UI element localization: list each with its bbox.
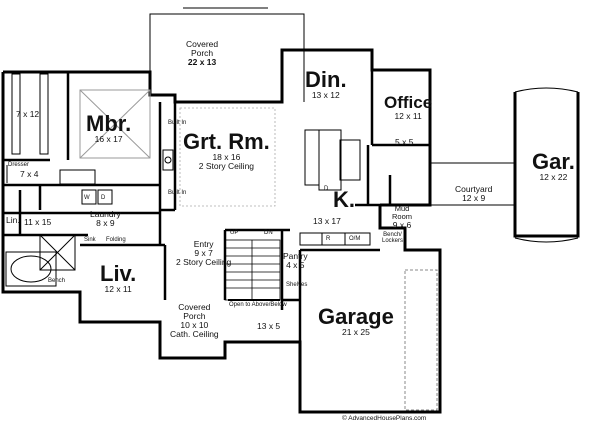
sink-label: Sink bbox=[84, 237, 96, 243]
bench-label: Bench bbox=[48, 278, 66, 284]
garage-label: Garage 21 x 25 bbox=[318, 305, 394, 337]
kitchen-name: K. bbox=[333, 187, 355, 212]
shelves-label: Shelves bbox=[286, 282, 308, 288]
laundry-label: Laundry 8 x 9 bbox=[90, 210, 121, 228]
office-name: Office bbox=[384, 93, 433, 112]
stairs bbox=[224, 239, 281, 301]
fireplace bbox=[162, 149, 174, 171]
bath-name: Lin. bbox=[6, 215, 20, 225]
dresser-label: Dresser bbox=[8, 162, 30, 168]
master-bedroom-name: Mbr. bbox=[86, 111, 132, 136]
master-bedroom-tray bbox=[79, 89, 151, 159]
stair-up-label: UP bbox=[230, 230, 239, 236]
pantry-label: Pantry 4 x 5 bbox=[283, 252, 308, 270]
closet-rods bbox=[6, 73, 96, 185]
kitchen-dims: 13 x 17 bbox=[313, 216, 341, 226]
laundry-name: Laundry bbox=[90, 209, 121, 219]
office-closet-dims: 5 x 5 bbox=[395, 137, 414, 147]
entry-name: Entry bbox=[193, 239, 214, 249]
closet-b-dims: 7 x 4 bbox=[20, 169, 39, 179]
dryer-label: D bbox=[101, 195, 106, 201]
kitchen-label: K. bbox=[333, 188, 355, 211]
great-room-label: Grt. Rm. 18 x 16 2 Story Ceiling bbox=[183, 130, 270, 171]
bathtub bbox=[5, 251, 57, 287]
dishwasher-label: D bbox=[324, 186, 329, 192]
office-label: Office 12 x 11 bbox=[384, 94, 432, 121]
refrigerator-label: R bbox=[326, 236, 331, 242]
detached-garage-label: Gar. 12 x 22 bbox=[532, 150, 575, 182]
detached-garage-dims: 12 x 22 bbox=[539, 172, 568, 183]
great-room-name: Grt. Rm. bbox=[183, 129, 270, 154]
laundry-dims: 8 x 9 bbox=[96, 217, 115, 228]
office-dims: 12 x 11 bbox=[394, 110, 422, 121]
entry-label: Entry 9 x 7 2 Story Ceiling bbox=[176, 240, 231, 267]
open-above-label: Open to Above/Below bbox=[229, 302, 287, 308]
master-bedroom-dims: 16 x 17 bbox=[94, 134, 123, 145]
living-name: Liv. bbox=[100, 261, 137, 286]
courtyard-name: Courtyard bbox=[455, 184, 493, 194]
built-in-2-label: Built In bbox=[168, 190, 187, 196]
rear-porch-dims: 22 x 13 bbox=[187, 56, 217, 67]
mud-room-dims: 9 x 6 bbox=[392, 219, 412, 230]
front-walk-dims: 13 x 5 bbox=[257, 321, 281, 331]
dotted-ceiling bbox=[179, 107, 276, 207]
front-porch-dims: 10 x 10 bbox=[180, 319, 209, 330]
kitchen-island bbox=[304, 129, 361, 191]
washer-label: W bbox=[84, 195, 90, 201]
great-room-note: 2 Story Ceiling bbox=[198, 161, 255, 172]
garage-dims: 21 x 25 bbox=[341, 327, 370, 338]
living-dims: 12 x 11 bbox=[104, 284, 132, 295]
entry-dims: 9 x 7 bbox=[194, 247, 213, 258]
bath-dims: 11 x 15 bbox=[24, 217, 52, 227]
built-in-1-label: Built In bbox=[168, 120, 187, 126]
shower bbox=[39, 234, 76, 271]
front-porch-note: Cath. Ceiling bbox=[170, 328, 219, 339]
folding-label: Folding bbox=[106, 237, 126, 243]
pantry-name: Pantry bbox=[283, 251, 308, 261]
living-label: Liv. 12 x 11 bbox=[100, 262, 136, 294]
dining-name: Din. bbox=[305, 67, 347, 92]
great-room-dims: 18 x 16 bbox=[212, 152, 241, 163]
kitchen-counter bbox=[299, 232, 371, 246]
garage-door bbox=[404, 269, 438, 411]
oven-microwave-label: O/M bbox=[349, 236, 361, 242]
copyright-text: © AdvancedHousePlans.com bbox=[342, 415, 427, 422]
bath-label: Lin. bbox=[6, 216, 20, 225]
detached-garage-name: Gar. bbox=[532, 149, 575, 174]
closet-a-dims: 7 x 12 bbox=[16, 109, 40, 119]
interior-walls bbox=[3, 70, 430, 342]
pantry-dims: 4 x 5 bbox=[286, 259, 305, 270]
courtyard-label: Courtyard 12 x 9 bbox=[455, 185, 492, 203]
stair-down-label: DN bbox=[264, 230, 273, 236]
washer-dryer bbox=[81, 189, 113, 205]
master-bedroom-label: Mbr. 16 x 17 bbox=[86, 112, 131, 144]
dining-dims: 13 x 12 bbox=[311, 90, 340, 101]
garage-name: Garage bbox=[318, 304, 394, 329]
courtyard-dims: 12 x 9 bbox=[462, 192, 486, 203]
bench-lockers-label: Bench/Lockers bbox=[382, 232, 404, 245]
dining-label: Din. 13 x 12 bbox=[305, 68, 347, 100]
entry-note: 2 Story Ceiling bbox=[176, 256, 232, 267]
